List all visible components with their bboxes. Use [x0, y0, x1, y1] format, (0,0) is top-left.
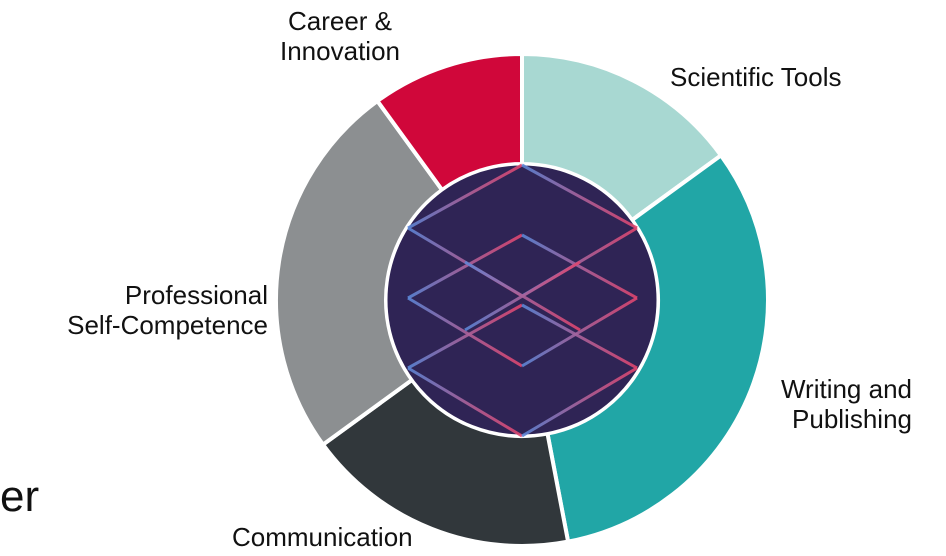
donut-slices	[274, 51, 770, 548]
center-logo-icon	[384, 162, 660, 438]
label-career-innovation: Career & Innovation	[280, 6, 400, 66]
logo-line	[407, 233, 523, 300]
label-communication: Communication	[232, 522, 413, 552]
logo-line	[521, 366, 638, 438]
logo-line	[521, 233, 638, 300]
logo-line	[407, 303, 523, 370]
logo-line	[521, 303, 638, 370]
logo-line	[407, 163, 523, 230]
logo-line	[407, 296, 523, 368]
partial-text: er	[0, 472, 40, 521]
label-scientific-tools: Scientific Tools	[670, 62, 842, 92]
logo-line	[521, 163, 638, 230]
label-writing-and-publishing: Writing and Publishing	[780, 374, 912, 434]
label-professional-self-competence: Professional Self-Competence	[67, 280, 268, 340]
logo-line	[464, 260, 581, 332]
logo-line	[521, 296, 638, 368]
logo-line	[407, 366, 523, 438]
